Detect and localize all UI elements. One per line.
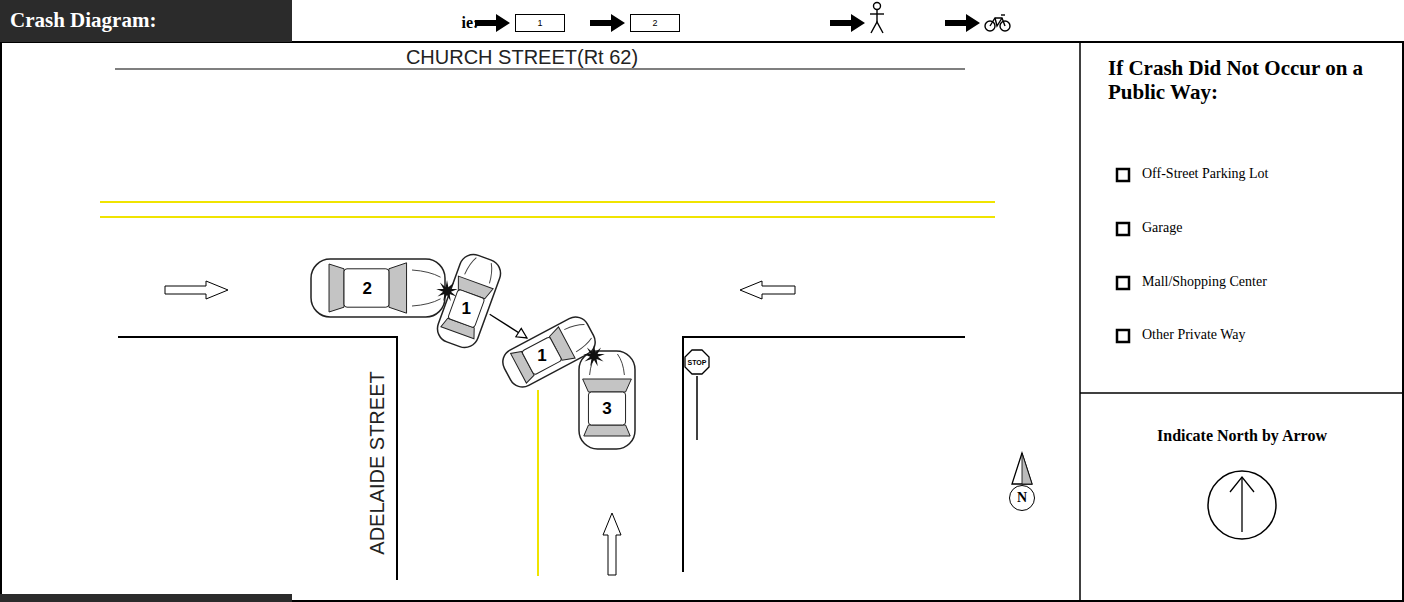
stop-sign-pole: [696, 376, 698, 440]
vehicle: 3: [578, 350, 636, 450]
checkbox: [1117, 277, 1129, 289]
legend-vehicle-box: 2: [630, 14, 680, 32]
pedestrian-body: [876, 10, 877, 22]
panel-heading: Indicate North by Arrow: [1157, 427, 1327, 445]
vehicle-number: 2: [652, 19, 657, 28]
vehicle: 2: [310, 258, 446, 318]
vehicle-number: 3: [600, 400, 613, 417]
legend-arrow: [590, 14, 625, 32]
stop-sign-text: STOP: [688, 359, 707, 366]
vehicle-number: 2: [360, 280, 373, 297]
car-roof: [588, 392, 625, 425]
car-hood-lines: [564, 320, 594, 352]
header-band: Crash Diagram:: [0, 0, 292, 42]
car-hood-lines: [412, 270, 441, 306]
impact-burst: [436, 280, 458, 301]
bicycle-frame: [995, 18, 1002, 26]
checkbox-label: Off-Street Parking Lot: [1142, 166, 1269, 181]
bicycle-frame: [990, 18, 1005, 26]
bicycle-handle: [1001, 14, 1005, 15]
north-panel: Indicate North by Arrow: [1080, 393, 1404, 602]
center-line-yellow: [100, 216, 995, 218]
car-windshield: [389, 263, 407, 313]
pedestrian-arms: [870, 13, 884, 14]
stop-sign: STOP: [683, 348, 711, 376]
lane-arrow: [603, 513, 621, 575]
legend-vehicle-box: 1: [515, 14, 565, 32]
legend-arrow: [945, 14, 980, 32]
compass-arrow-shade: [1022, 453, 1032, 484]
frame-line: [1402, 42, 1404, 602]
street-name: ADELAIDE STREET: [366, 371, 388, 554]
north-indicator-arrow: [1230, 477, 1254, 492]
checkbox: [1117, 223, 1129, 235]
checkbox: [1117, 330, 1129, 342]
footer-band: [0, 594, 292, 602]
vehicle-number: 1: [537, 19, 542, 28]
road-edge: [683, 336, 965, 338]
car-roof: [344, 269, 389, 307]
checkbox: [1117, 169, 1129, 181]
checkbox-label: Garage: [1142, 220, 1182, 235]
car-body: [579, 351, 635, 449]
vehicle-number: 1: [460, 300, 473, 317]
lane-arrow: [740, 281, 795, 299]
checkbox-label: Mall/Shopping Center: [1142, 274, 1267, 289]
legend-arrow: [830, 14, 865, 32]
form-heading: Crash Diagram:: [10, 9, 156, 32]
north-indicator-circle: [1208, 471, 1276, 539]
pedestrian-head: [874, 3, 881, 10]
frame-line: [0, 42, 2, 602]
legend-prefix: ie:: [462, 14, 479, 32]
legend-arrow: [475, 14, 510, 32]
panel-divider: [1079, 42, 1081, 602]
compass-arrow: [1012, 453, 1032, 484]
lane-arrow: [165, 281, 228, 299]
car-windshield: [583, 379, 632, 392]
car-rear-window: [329, 264, 344, 312]
north-compass: N: [1009, 485, 1035, 511]
street-name: CHURCH STREET(Rt 62): [406, 46, 638, 68]
vehicle-path-arrow: [490, 314, 527, 338]
road-edge: [396, 336, 398, 580]
panel-heading: If Crash Did Not Occur on a Public Way:: [1108, 56, 1388, 104]
center-line-yellow: [537, 390, 539, 576]
location-panel: If Crash Did Not Occur on a Public Way: O…: [1080, 42, 1404, 393]
north-indicator-arrow: [1241, 477, 1242, 532]
road-edge: [118, 336, 398, 338]
north-letter: N: [1017, 491, 1027, 505]
car-hood-lines: [590, 354, 625, 375]
car-body: [434, 251, 505, 352]
road-edge: [682, 336, 684, 572]
checkbox-label: Other Private Way: [1142, 327, 1246, 342]
vehicle-number: 1: [535, 347, 548, 364]
car-outline: [310, 258, 446, 318]
car-roof: [448, 289, 485, 328]
stop-octagon: [685, 350, 709, 374]
road-edge: [115, 68, 965, 70]
car-roof: [521, 337, 562, 376]
panel-divider: [1080, 392, 1404, 394]
impact-burst: [583, 345, 605, 366]
car-rear-window: [584, 425, 630, 436]
bicycle-icon: [985, 15, 1010, 31]
pedestrian-legs: [871, 22, 883, 33]
pedestrian-icon: [870, 3, 884, 34]
car-body: [311, 259, 445, 317]
car-hood-lines: [465, 256, 497, 284]
center-line-yellow: [100, 201, 995, 203]
